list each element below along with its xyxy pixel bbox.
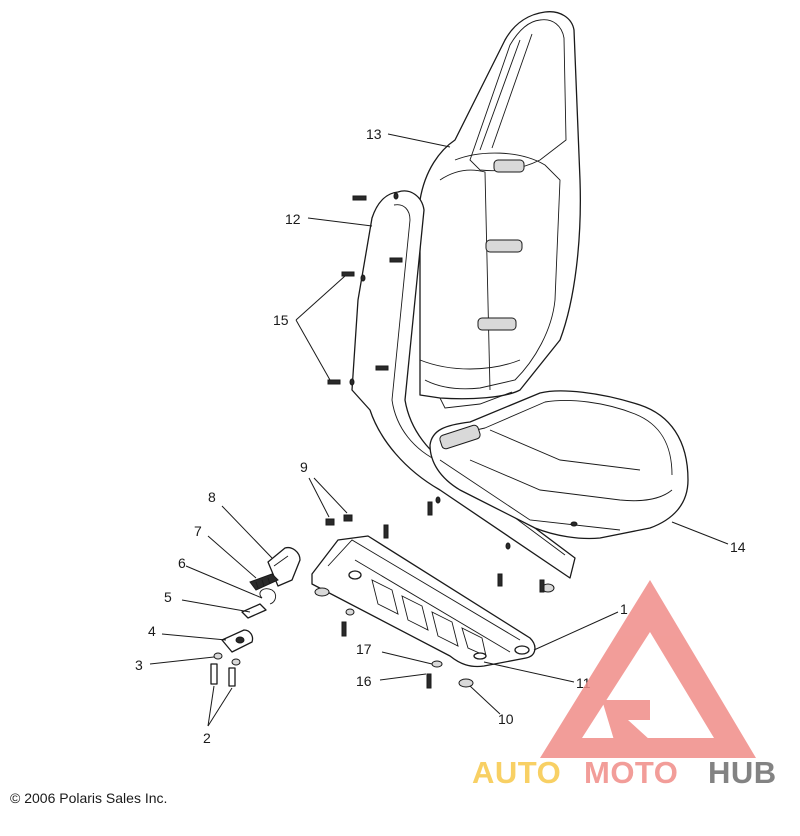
seat-base-frame [311, 535, 536, 668]
clip-nuts [325, 514, 353, 526]
callout-5: 5 [164, 589, 172, 605]
watermark-logo: AUTO MOTO HUB [472, 580, 777, 790]
mounting-bolts [210, 652, 241, 687]
callout-15: 15 [273, 312, 289, 328]
seat-cushion [429, 390, 689, 540]
leader-lines [149, 133, 729, 727]
callout-3: 3 [135, 657, 143, 673]
seat-back [419, 11, 581, 409]
side-trim-panel [349, 190, 576, 579]
callout-labels: 1 2 3 4 5 6 7 8 9 10 11 12 13 14 15 16 1… [135, 126, 746, 746]
watermark-word-moto: MOTO [584, 755, 678, 790]
watermark-inner-a [602, 700, 650, 740]
copyright-notice: © 2006 Polaris Sales Inc. [10, 790, 167, 806]
watermark-word-auto: AUTO [472, 755, 561, 790]
bumper-pads [314, 583, 555, 688]
screw-and-washer [345, 608, 443, 689]
callout-17: 17 [356, 641, 372, 657]
callout-6: 6 [178, 555, 186, 571]
callout-4: 4 [148, 623, 156, 639]
latch-assembly [221, 546, 301, 653]
callout-10: 10 [498, 711, 514, 727]
callout-14: 14 [730, 539, 746, 555]
callout-9: 9 [300, 459, 308, 475]
watermark-word-hub: HUB [708, 755, 777, 790]
screws [327, 195, 545, 637]
callout-8: 8 [208, 489, 216, 505]
callout-1: 1 [620, 601, 628, 617]
callout-12: 12 [285, 211, 301, 227]
callout-7: 7 [194, 523, 202, 539]
callout-2: 2 [203, 730, 211, 746]
watermark-triangle [540, 580, 756, 758]
callout-16: 16 [356, 673, 372, 689]
callout-13: 13 [366, 126, 382, 142]
